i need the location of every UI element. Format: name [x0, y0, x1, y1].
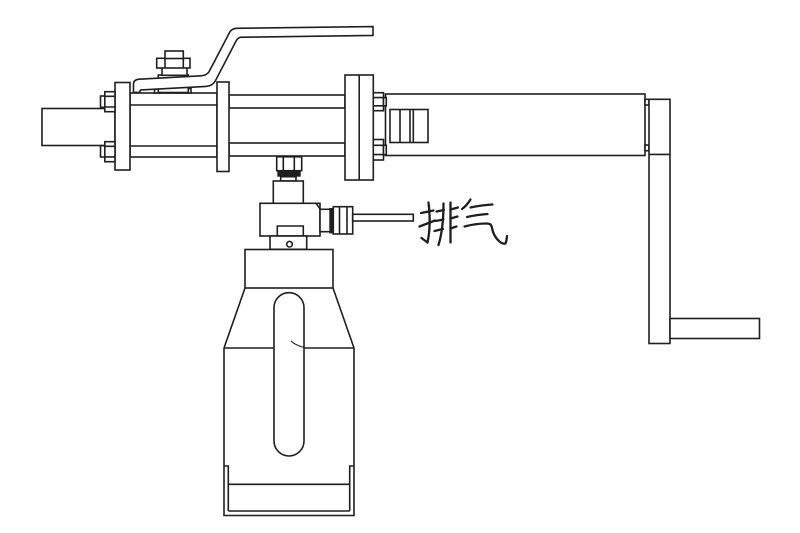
glyph-pai [418, 201, 460, 247]
pump-body [129, 92, 218, 158]
grease-container [223, 248, 355, 517]
left-flange-bolt-top [99, 90, 116, 113]
vent-outlet-fitting [319, 205, 354, 235]
vent-label-glyphs [418, 198, 509, 247]
ribbed-coupling [389, 108, 429, 144]
vent-valve-assembly [259, 156, 415, 251]
left-flange [99, 81, 131, 171]
left-flange-bolt-bottom [99, 140, 116, 163]
flange-hole [285, 240, 294, 248]
container-shoulder [223, 287, 355, 349]
right-flange-bolt-top [372, 91, 388, 112]
crank-assembly [644, 98, 761, 345]
piston-rod [41, 107, 116, 147]
vent-outlet-tube [351, 213, 415, 222]
container-handle-slot [273, 291, 305, 457]
crank-handle-grip [669, 317, 761, 340]
container-body [223, 348, 355, 517]
tie-rod-top [228, 94, 346, 109]
ball-valve-handle [132, 25, 374, 94]
vent-valve-body [259, 202, 321, 237]
vent-bottom-flange [269, 235, 308, 251]
vent-seal-band [277, 170, 301, 177]
vent-top-hex-nut [275, 156, 303, 172]
right-flange [344, 74, 388, 181]
cylinder-barrel [384, 93, 646, 157]
glyph-qi [460, 198, 509, 245]
crank-arm [648, 98, 671, 345]
middle-plate [216, 81, 230, 173]
right-flange-bolt-bottom [372, 138, 388, 161]
container-cap [244, 248, 334, 289]
vent-upper-block [272, 180, 305, 205]
tie-rod-bottom [228, 142, 346, 157]
